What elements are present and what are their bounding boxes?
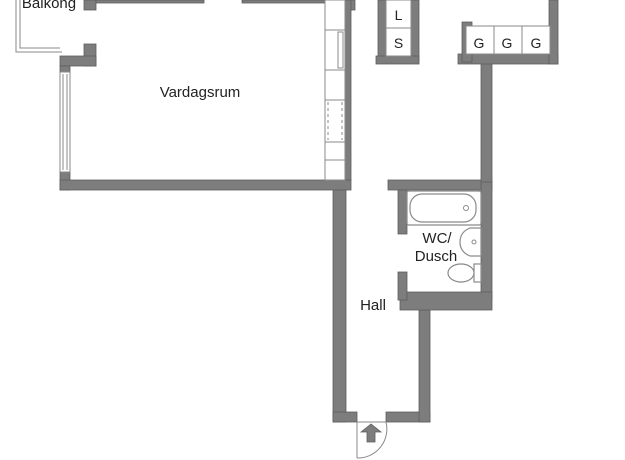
wall-bath-top: [387, 179, 493, 191]
entrance-arrow-icon: [359, 423, 383, 443]
bathtub-icon: [406, 190, 482, 226]
wall-hall-right: [418, 309, 431, 423]
wall-closet-bottom: [375, 55, 420, 65]
wall-living-bottom: [59, 179, 352, 191]
closet-ls: L S: [385, 0, 412, 57]
room-label-wc-line1: WC/: [422, 230, 452, 247]
wall-hall-left: [332, 189, 347, 423]
wall-balcony-ledge: [59, 55, 97, 67]
toilet-icon: [447, 263, 482, 283]
washbasin-icon: [459, 227, 482, 257]
wall-closet-right: [410, 0, 420, 63]
cabinet-label-l: L: [395, 7, 403, 23]
wall-top-left: [83, 0, 97, 11]
wall-top-mid: [95, 0, 205, 4]
wall-top-right: [241, 0, 338, 4]
wall-kitchen-bottom: [457, 53, 559, 65]
walls: [59, 0, 559, 423]
wall-bath-left-upper: [397, 189, 408, 235]
wall-bath-right: [480, 179, 493, 301]
room-label-wc-line2: Dusch: [415, 248, 458, 265]
wall-closet-left: [377, 0, 387, 61]
wall-hall-bottom-left: [332, 411, 358, 423]
room-label-hall: Hall: [360, 297, 386, 314]
cabinet-label-g3: G: [531, 35, 542, 51]
window-left: [59, 71, 71, 173]
balcony: [15, 0, 62, 53]
wall-left-upper: [59, 65, 71, 73]
wall-bath-bottom: [399, 291, 493, 311]
wall-bath-left-lower: [397, 271, 408, 301]
cabinet-label-g1: G: [474, 35, 485, 51]
door-swing-icon: [356, 421, 388, 459]
cabinets-g: G G G: [465, 25, 551, 55]
room-label-balkong: Balkong: [22, 0, 76, 12]
wardrobe-column: [324, 0, 346, 181]
wall-kitchen-right: [480, 59, 493, 183]
cabinet-label-g2: G: [502, 35, 513, 51]
wall-living-right: [344, 0, 352, 181]
room-label-vardagsrum: Vardagsrum: [160, 84, 241, 101]
cabinet-label-s: S: [394, 35, 403, 51]
